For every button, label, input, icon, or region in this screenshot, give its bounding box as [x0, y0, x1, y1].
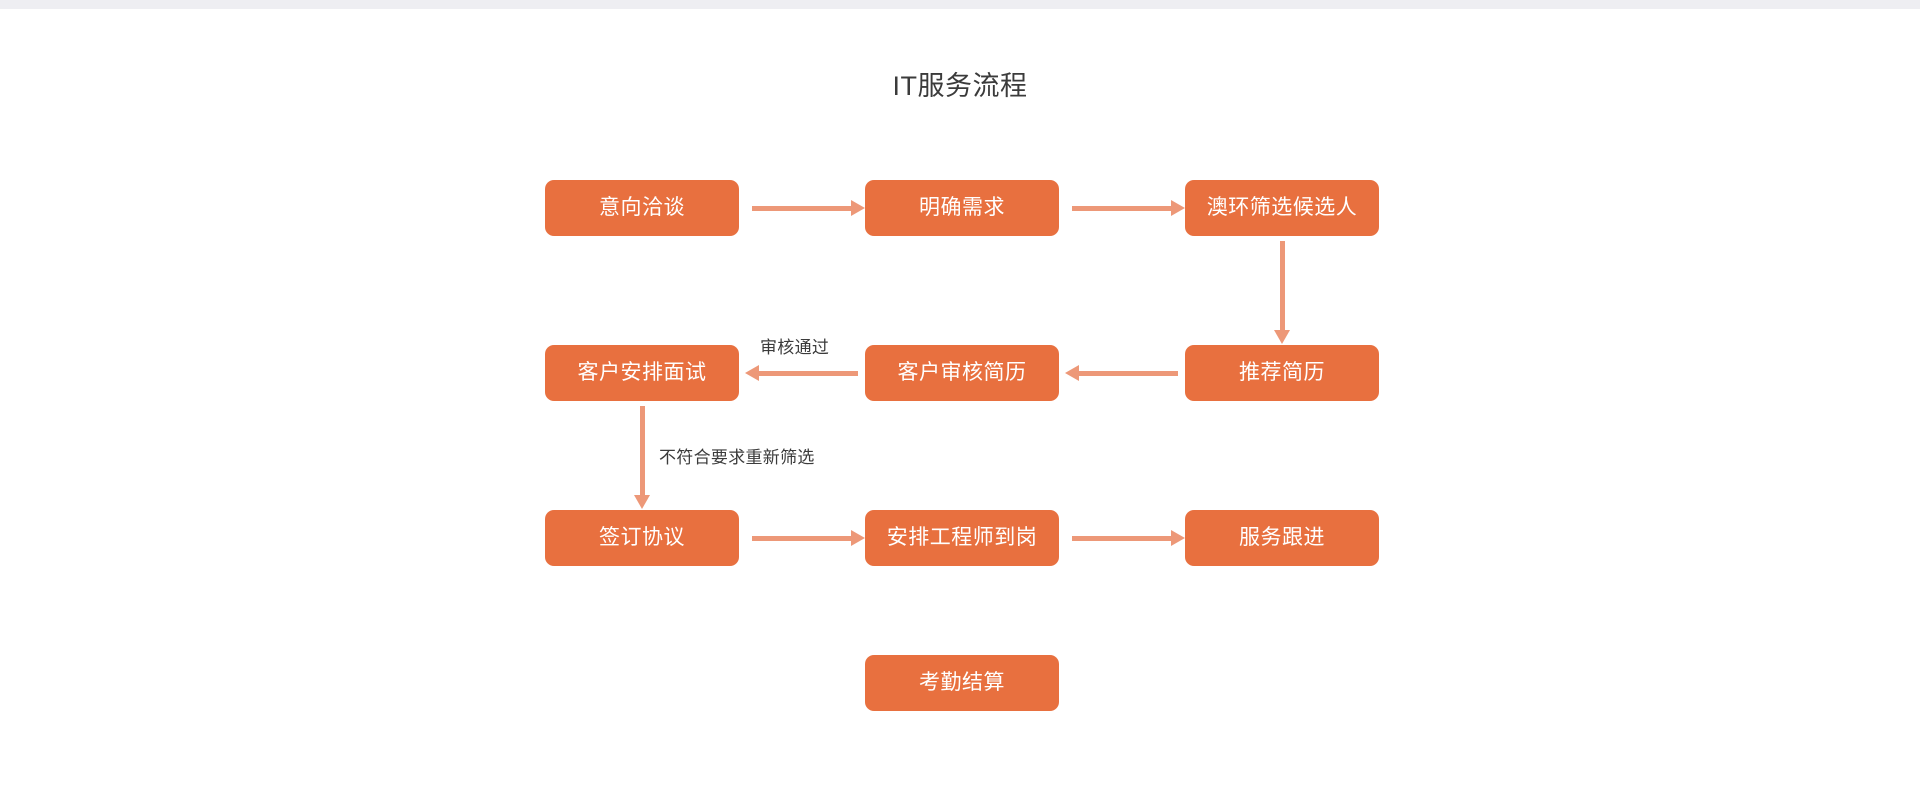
arrow-review-to-interview — [745, 364, 858, 381]
arrow-agreement-to-engineer — [752, 529, 865, 546]
arrow-interview-to-agreement — [633, 406, 650, 509]
flow-node-service-followup[interactable]: 服务跟进 — [1185, 510, 1379, 566]
arrow-requirement-to-screening — [1072, 199, 1185, 216]
flow-node-attendance-settlement[interactable]: 考勤结算 — [865, 655, 1059, 711]
arrow-recommend-to-review — [1065, 364, 1178, 381]
flow-node-assign-engineer[interactable]: 安排工程师到岗 — [865, 510, 1059, 566]
flow-node-recommend-resume[interactable]: 推荐简历 — [1185, 345, 1379, 401]
page-title: IT服务流程 — [892, 71, 1028, 101]
flow-node-intent-consultation[interactable]: 意向洽谈 — [545, 180, 739, 236]
arrow-screening-to-recommend — [1273, 241, 1290, 344]
flow-node-screen-candidates[interactable]: 澳环筛选候选人 — [1185, 180, 1379, 236]
flow-node-sign-agreement[interactable]: 签订协议 — [545, 510, 739, 566]
edge-label-rescreen: 不符合要求重新筛选 — [659, 448, 815, 467]
arrow-engineer-to-followup — [1072, 529, 1185, 546]
flow-node-customer-review-resume[interactable]: 客户审核简历 — [865, 345, 1059, 401]
edge-label-approved: 审核通过 — [760, 338, 830, 357]
flow-node-customer-arrange-interview[interactable]: 客户安排面试 — [545, 345, 739, 401]
arrow-intent-to-requirement — [752, 199, 865, 216]
top-grey-strip — [0, 0, 1920, 9]
flow-node-clarify-requirement[interactable]: 明确需求 — [865, 180, 1059, 236]
